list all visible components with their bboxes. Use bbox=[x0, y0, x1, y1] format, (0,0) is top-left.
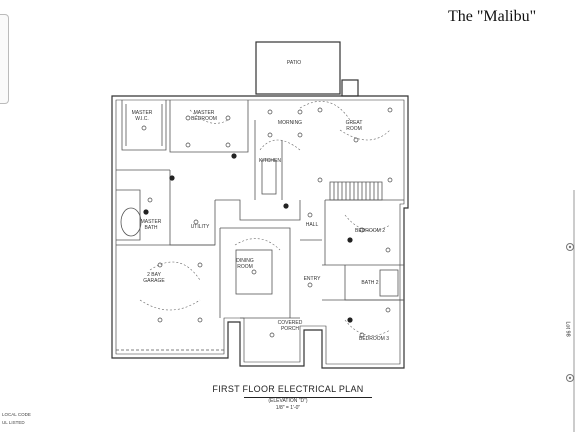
label-great-room-line1: GREAT bbox=[346, 120, 363, 126]
label-covered-porch-line2: PORCH bbox=[281, 326, 299, 332]
label-master-bedroom-line1: MASTER bbox=[194, 110, 215, 116]
label-dining-line2: ROOM bbox=[237, 264, 253, 270]
label-master-bedroom-line2: BEDROOM bbox=[191, 116, 217, 122]
label-garage-line1: 2 BAY bbox=[147, 272, 161, 278]
margin-note-ul-listed: UL LISTED bbox=[2, 420, 25, 425]
margin-note-local-code: LOCAL CODE bbox=[2, 412, 31, 417]
label-hall: HALL bbox=[306, 222, 319, 228]
label-kitchen: KITCHEN bbox=[259, 158, 281, 164]
label-master-wic-line2: W.I.C. bbox=[135, 116, 149, 122]
plan-heading-underline bbox=[244, 397, 372, 398]
label-bedroom2: BEDROOM 2 bbox=[355, 228, 385, 234]
label-master-bath-line2: BATH bbox=[145, 225, 158, 231]
label-garage-line2: GARAGE bbox=[143, 278, 165, 284]
plan-heading: FIRST FLOOR ELECTRICAL PLAN bbox=[212, 384, 364, 394]
label-patio: PATIO bbox=[287, 60, 301, 66]
label-entry: ENTRY bbox=[304, 276, 322, 282]
side-tab[interactable] bbox=[562, 190, 576, 432]
plan-name-title: The "Malibu" bbox=[448, 8, 537, 25]
label-dining-line1: DINING bbox=[236, 258, 254, 264]
plan-scale: 1/8" = 1'-0" bbox=[275, 405, 301, 411]
label-bedroom3: BEDROOM 3 bbox=[359, 336, 389, 342]
label-great-room-line2: ROOM bbox=[346, 126, 362, 132]
page-handle-left[interactable] bbox=[0, 14, 9, 104]
plan-elevation: (ELEVATION "D") bbox=[268, 398, 308, 404]
label-covered-porch-line1: COVERED bbox=[278, 320, 303, 326]
label-master-bath-line1: MASTER bbox=[141, 219, 162, 225]
label-utility: UTILITY bbox=[191, 224, 210, 230]
label-morning: MORNING bbox=[278, 120, 302, 126]
label-bath2: BATH 2 bbox=[361, 280, 378, 286]
label-master-wic-line1: MASTER bbox=[132, 110, 153, 116]
